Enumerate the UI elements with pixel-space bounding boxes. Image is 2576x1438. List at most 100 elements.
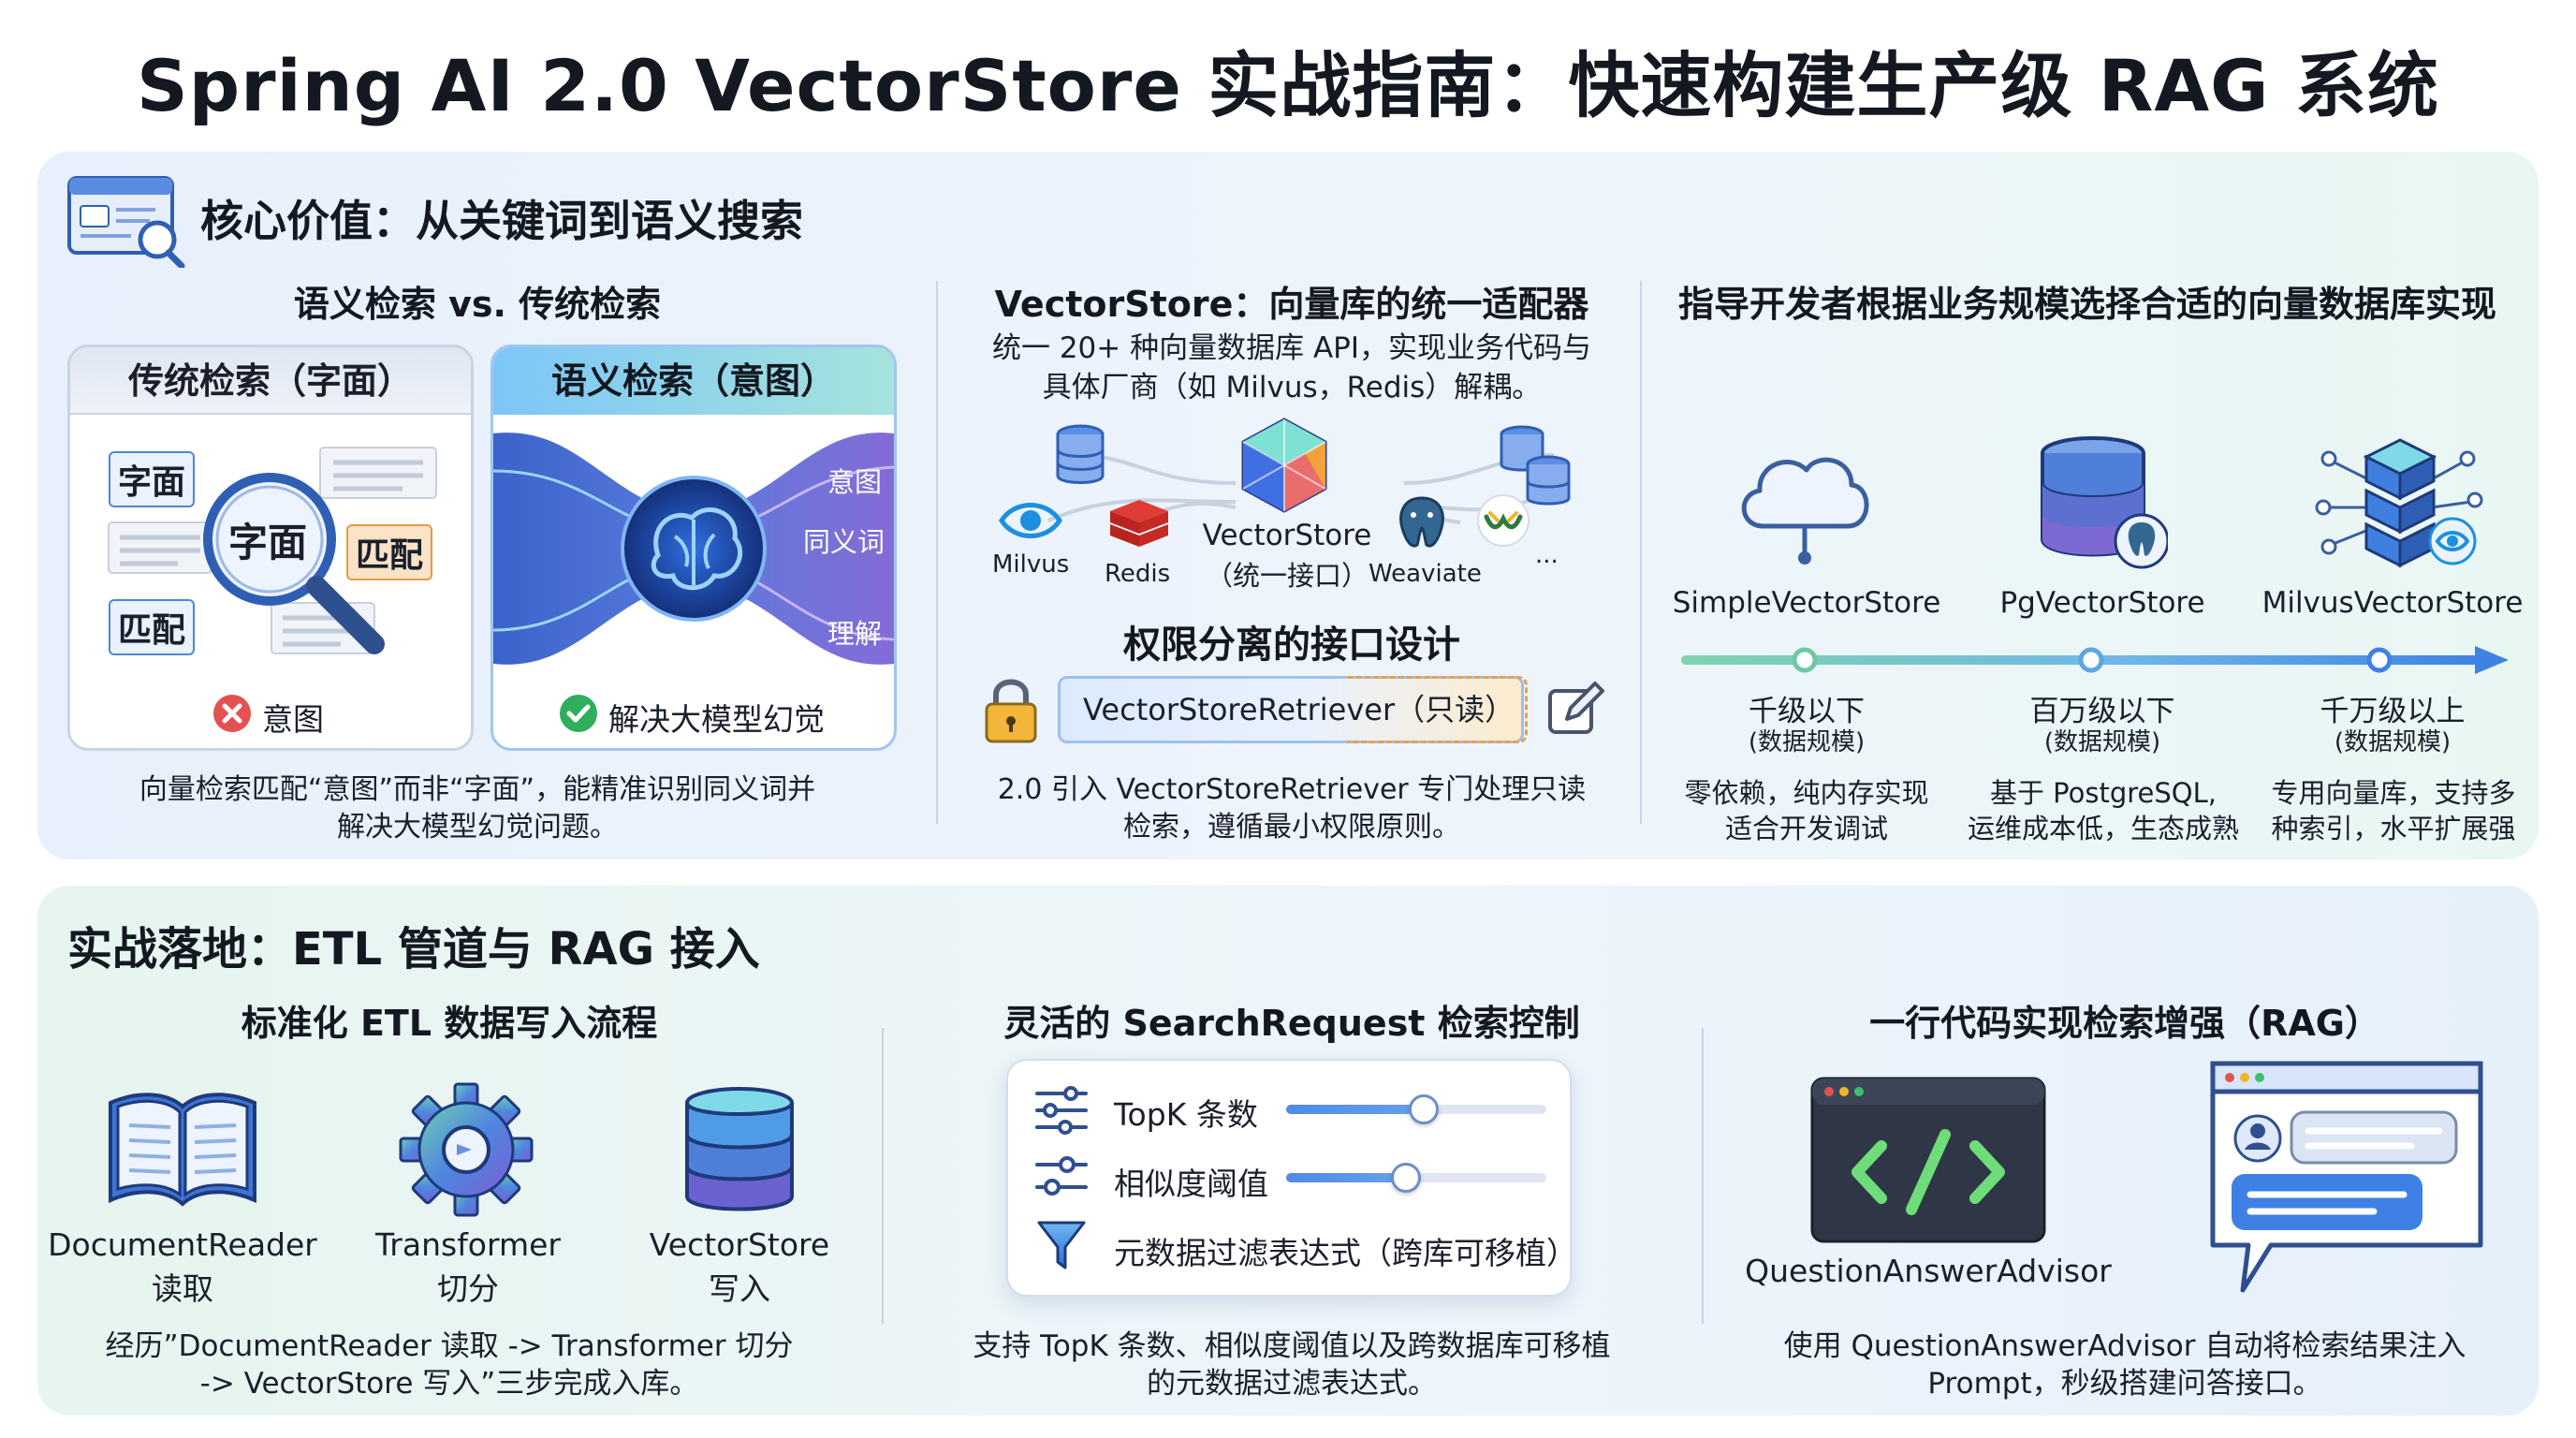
vendor-more: ... — [1535, 541, 1559, 569]
topk-slider[interactable] — [1286, 1094, 1546, 1124]
text-doc-lines-icon — [108, 447, 437, 654]
threshold-slider-handle[interactable] — [1391, 1163, 1421, 1193]
topk-slider-fill — [1286, 1105, 1424, 1114]
etl-step-vectorstore: VectorStore — [649, 1226, 830, 1263]
impl-desc-simple-2: 适合开发调试 — [1724, 813, 1888, 844]
guide-heading: 指导开发者根据业务规模选择合适的向量数据库实现 — [1677, 284, 2496, 325]
check-circle-icon — [560, 695, 597, 732]
lock-icon — [985, 679, 1037, 743]
cloud-icon — [1741, 457, 1869, 565]
vectorstore-desc-1: 统一 20+ 种向量数据库 API，实现业务代码与 — [991, 331, 1592, 365]
divider-4 — [1702, 1028, 1704, 1324]
divider-2 — [1640, 281, 1642, 824]
etl-step-reader-action: 读取 — [152, 1270, 213, 1307]
database-stack-icon-right — [1500, 425, 1571, 506]
topk-slider-handle[interactable] — [1409, 1094, 1439, 1124]
permission-caption-2: 检索，遵循最小权限原则。 — [1123, 811, 1460, 844]
impl-name-milvus: MilvusVectorStore — [2261, 586, 2524, 620]
hub-label: VectorStore — [1202, 519, 1372, 552]
etl-heading: 标准化 ETL 数据写入流程 — [241, 1003, 658, 1044]
impl-desc-pg-2: 运维成本低，生态成熟 — [1967, 813, 2239, 844]
compare-caption-1: 向量检索匹配“意图”而非“字面”，能精准识别同义词并 — [139, 773, 816, 806]
filter-funnel-icon — [1037, 1221, 1086, 1269]
divider-3 — [882, 1028, 884, 1324]
permission-heading: 权限分离的接口设计 — [1123, 624, 1460, 667]
retriever-box: VectorStoreRetriever（只读） — [1058, 676, 1524, 743]
etl-step-reader: DocumentReader — [48, 1226, 317, 1263]
brain-flow-icon — [493, 433, 894, 665]
impl-desc-pg-1: 基于 PostgreSQL, — [1989, 777, 2217, 809]
label-understand: 理解 — [827, 618, 883, 650]
advisor-label: QuestionAnswerAdvisor — [1745, 1253, 2112, 1289]
scale-unit-milvus: (数据规模) — [2334, 728, 2452, 756]
code-window-icon — [1810, 1077, 2046, 1243]
readonly-dashed-border — [1348, 676, 1528, 743]
core-value-heading: 核心价值：从关键词到语义搜索 — [200, 196, 803, 246]
vendor-weaviate: Weaviate — [1368, 560, 1482, 588]
impl-desc-milvus-2: 种索引，水平扩展强 — [2271, 813, 2516, 844]
database-icon-left — [1056, 424, 1105, 484]
scale-unit-simple: (数据规模) — [1748, 728, 1866, 756]
impl-name-simple: SimpleVectorStore — [1672, 586, 1941, 620]
scale-milvus: 千万级以上 — [2320, 695, 2466, 728]
match-tag-orange: 匹配 — [346, 524, 433, 580]
weaviate-logo-icon — [1477, 494, 1530, 547]
etl-caption-2: -> VectorStore 写入”三步完成入库。 — [199, 1367, 699, 1401]
divider-1 — [936, 281, 938, 824]
impl-desc-simple-1: 零依赖，纯内存实现 — [1684, 777, 1929, 809]
timeline-dot-3 — [2366, 647, 2393, 673]
etl-caption-1: 经历”DocumentReader 读取 -> Transformer 切分 — [105, 1329, 794, 1363]
literal-tag: 字面 — [109, 451, 196, 507]
compare-heading: 语义检索 vs. 传统检索 — [293, 284, 662, 325]
x-circle-icon — [213, 695, 251, 732]
search-heading: 灵活的 SearchRequest 检索控制 — [1003, 1003, 1580, 1044]
rag-heading: 一行代码实现检索增强（RAG） — [1869, 1003, 2380, 1044]
threshold-sliders-icon — [1035, 1156, 1088, 1196]
pgvector-db-icon — [2041, 436, 2168, 569]
vectorstore-cube-icon — [1241, 418, 1327, 513]
practice-heading: 实战落地：ETL 管道与 RAG 接入 — [67, 923, 760, 976]
sliders-icon — [1035, 1086, 1088, 1135]
etl-step-transformer-action: 切分 — [437, 1270, 499, 1307]
traditional-result: 意图 — [262, 701, 324, 738]
rag-caption-1: 使用 QuestionAnswerAdvisor 自动将检索结果注入 — [1783, 1329, 2466, 1363]
edit-icon — [1548, 682, 1604, 734]
label-synonym: 同义词 — [803, 526, 886, 558]
timeline-dot-2 — [2078, 647, 2104, 673]
vectorstore-heading: VectorStore：向量库的统一适配器 — [994, 284, 1589, 325]
chat-window-icon — [2210, 1061, 2483, 1293]
scale-unit-pg: (数据规模) — [2043, 728, 2161, 756]
vectorstore-desc-2: 具体厂商（如 Milvus，Redis）解耦。 — [1042, 371, 1542, 404]
search-window-icon — [67, 176, 185, 268]
label-intent: 意图 — [827, 466, 883, 498]
redis-logo-icon — [1110, 500, 1168, 547]
arrow-right-icon — [2475, 646, 2509, 674]
permission-caption-1: 2.0 引入 VectorStoreRetriever 专门处理只读 — [997, 773, 1587, 806]
threshold-slider[interactable] — [1286, 1163, 1546, 1193]
traditional-card-title: 传统检索（字面） — [70, 347, 471, 415]
vendor-redis: Redis — [1105, 560, 1171, 588]
milvus-logo-icon — [999, 503, 1062, 538]
gear-icon — [399, 1082, 534, 1217]
milvus-cluster-icon — [2315, 438, 2483, 568]
etl-step-transformer: Transformer — [374, 1226, 562, 1263]
threshold-label: 相似度阈值 — [1114, 1166, 1268, 1202]
semantic-result: 解决大模型幻觉 — [608, 701, 825, 738]
hub-sublabel: （统一接口） — [1205, 560, 1368, 592]
threshold-slider-fill — [1286, 1173, 1406, 1182]
scale-pg: 百万级以下 — [2029, 695, 2175, 728]
compare-caption-2: 解决大模型幻觉问题。 — [337, 811, 618, 844]
etl-step-vectorstore-action: 写入 — [709, 1270, 770, 1307]
vectorstore-db-icon — [685, 1087, 794, 1211]
filter-label[interactable]: 元数据过滤表达式（跨库可移植） — [1114, 1235, 1577, 1271]
book-icon — [109, 1093, 256, 1207]
impl-desc-milvus-1: 专用向量库，支持多 — [2271, 777, 2516, 809]
semantic-card-title: 语义检索（意图） — [493, 347, 894, 415]
timeline-dot-1 — [1792, 647, 1818, 673]
search-caption-2: 的元数据过滤表达式。 — [1147, 1367, 1437, 1401]
page-title: Spring AI 2.0 VectorStore 实战指南：快速构建生产级 R… — [137, 44, 2439, 127]
scale-simple: 千级以下 — [1749, 695, 1865, 728]
magnifier-icon — [203, 473, 385, 654]
magnifier-tag: 字面 — [228, 520, 308, 565]
match-tag: 匹配 — [109, 599, 196, 655]
